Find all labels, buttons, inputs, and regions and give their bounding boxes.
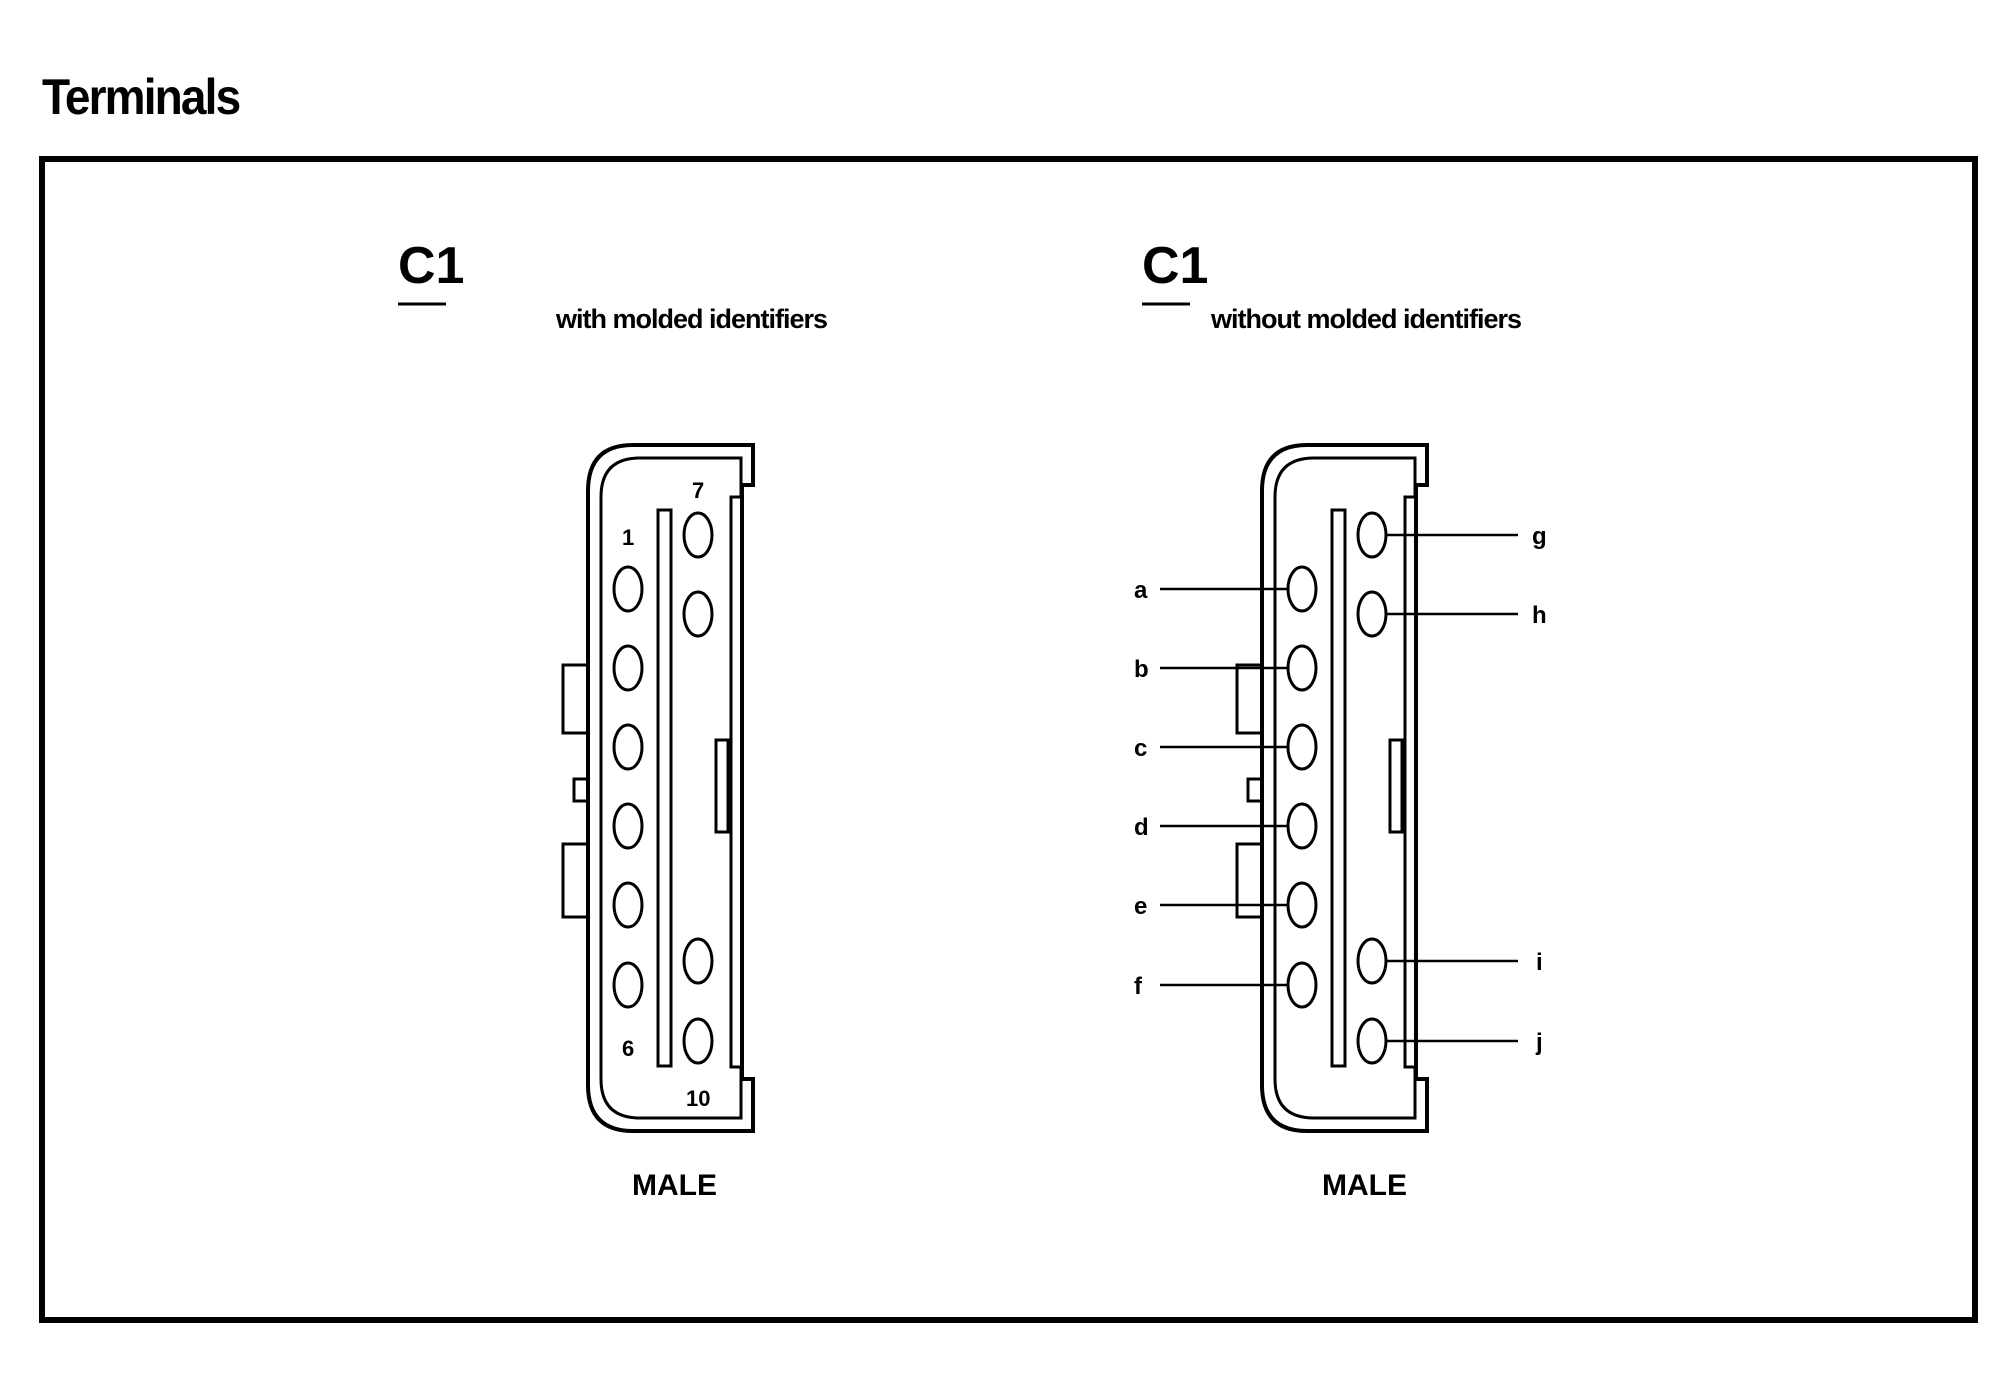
- connector-id-label: C1: [398, 237, 464, 295]
- connector-subtitle: without molded identifiers: [1210, 304, 1521, 334]
- cavity-b: [1286, 644, 1318, 692]
- cavity-letter-c: c: [1134, 735, 1147, 762]
- cavity-letter-b: b: [1134, 656, 1149, 683]
- cavity-c: [1286, 723, 1318, 771]
- cavity-j: [1356, 1017, 1388, 1065]
- cavity-h: [1356, 590, 1388, 638]
- pin-label-7: 7: [692, 478, 704, 503]
- cavity-8: [682, 590, 714, 638]
- gender-label: MALE: [1322, 1169, 1407, 1202]
- cavity-e: [1286, 881, 1318, 929]
- cavity-6: [612, 961, 644, 1009]
- connector-without-identifiers: C1 without molded identifiers: [1134, 237, 1547, 1202]
- cavity-1: [612, 565, 644, 613]
- cavity-letter-a: a: [1134, 577, 1148, 604]
- cavity-d: [1286, 802, 1318, 850]
- connector-subtitle: with molded identifiers: [555, 304, 827, 334]
- connector-housing: [1235, 443, 1429, 1133]
- cavity-a: [1286, 565, 1318, 613]
- connector-id-label: C1: [1142, 237, 1208, 295]
- page-title: Terminals: [42, 69, 241, 125]
- cavity-letter-i: i: [1536, 949, 1543, 976]
- cavity-letter-d: d: [1134, 814, 1149, 841]
- pin-label-1: 1: [622, 525, 634, 550]
- cavity-4: [612, 802, 644, 850]
- cavity-7: [682, 511, 714, 559]
- leader-lines: [1160, 533, 1518, 1043]
- cavity-f: [1286, 961, 1318, 1009]
- cavity-i: [1356, 937, 1388, 985]
- cavity-10: [682, 1017, 714, 1065]
- cavity-g: [1356, 511, 1388, 559]
- pin-label-10: 10: [686, 1086, 710, 1111]
- diagram-frame: [39, 156, 1978, 1323]
- cavity-letter-f: f: [1134, 973, 1143, 1000]
- cavity-letter-j: j: [1535, 1029, 1543, 1056]
- cavity-9: [682, 937, 714, 985]
- cavity-3: [612, 723, 644, 771]
- cavity-letter-h: h: [1532, 602, 1547, 629]
- cavity-2: [612, 644, 644, 692]
- gender-label: MALE: [632, 1169, 717, 1202]
- cavity-letter-e: e: [1134, 893, 1147, 920]
- pin-label-6: 6: [622, 1036, 634, 1061]
- connector-housing: 1 6 7 10: [561, 443, 755, 1133]
- connector-with-identifiers: C1 with molded identifiers 1 6 7 10 MALE: [398, 237, 828, 1202]
- cavity-letter-g: g: [1532, 523, 1547, 550]
- cavity-5: [612, 881, 644, 929]
